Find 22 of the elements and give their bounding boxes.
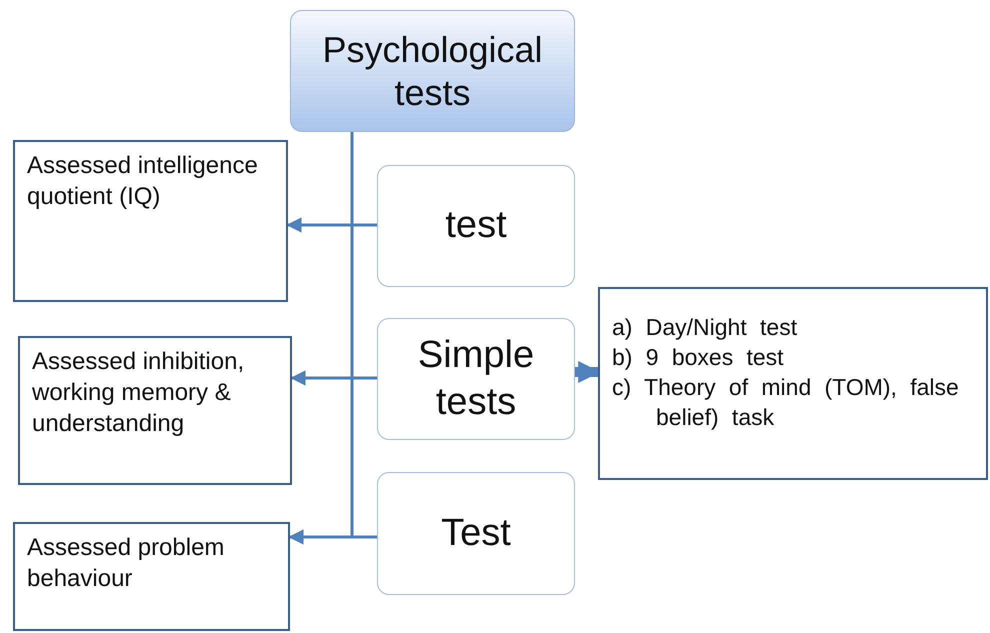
list-item: a) Day/Night test xyxy=(612,313,798,342)
arrow xyxy=(288,530,377,544)
result-box xyxy=(13,140,288,302)
test-box xyxy=(377,165,575,287)
block-arrow xyxy=(575,361,600,383)
list-item: b) 9 boxes test xyxy=(612,342,785,372)
result-box xyxy=(18,336,292,485)
test-box xyxy=(377,318,575,440)
box-text: Assessed inhibition, working memory & understanding xyxy=(32,347,246,440)
arrow xyxy=(286,218,377,232)
result-box xyxy=(13,522,290,631)
box-text: Test xyxy=(441,510,511,556)
box-text: Simple tests xyxy=(416,332,536,425)
arrow xyxy=(290,370,377,386)
list-item: c) Theory of mind (TOM), false belief) task xyxy=(612,372,960,432)
box-text: Assessed intelligence quotient (IQ) xyxy=(27,151,259,212)
task-list-box xyxy=(598,287,988,480)
test-box xyxy=(377,472,575,595)
box-text: Psychological tests xyxy=(321,28,544,114)
box-text: Assessed problem behaviour xyxy=(27,533,226,594)
title-box xyxy=(290,10,575,132)
box-text: test xyxy=(445,203,507,248)
